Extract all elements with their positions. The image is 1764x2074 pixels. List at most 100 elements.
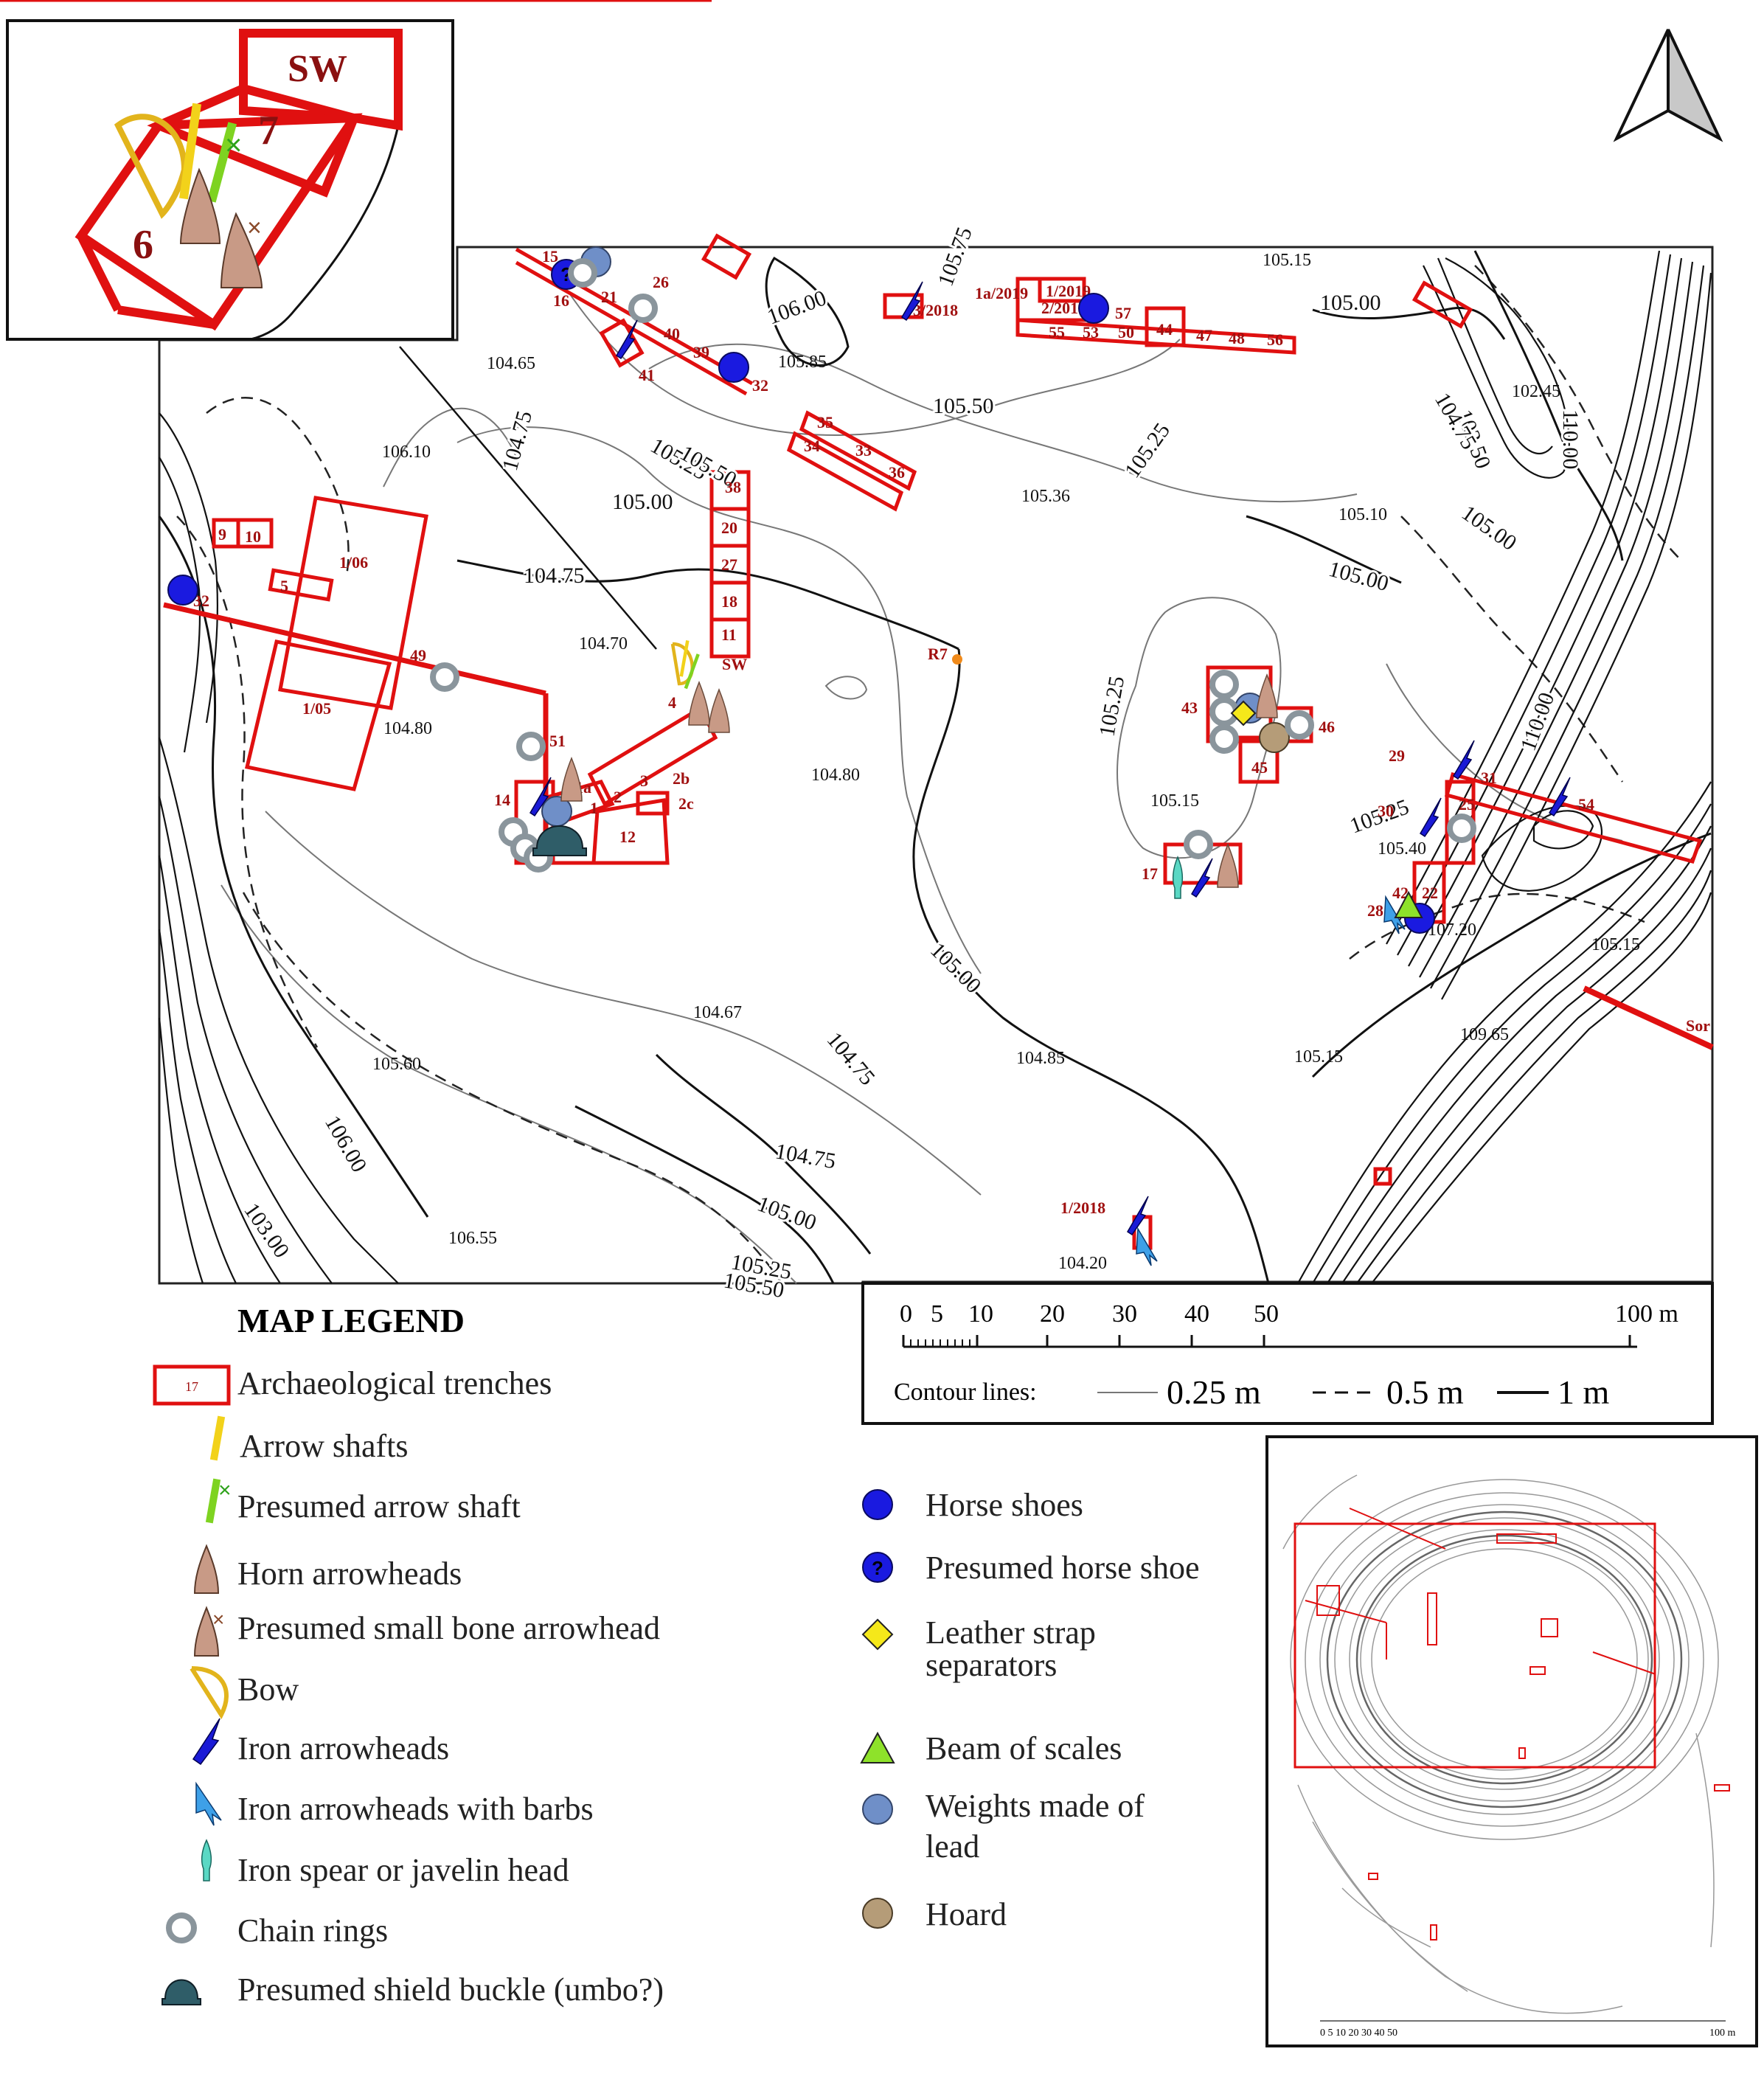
trench-label: SW: [722, 655, 747, 673]
trench-label: 34: [804, 437, 820, 455]
trench-label: 54: [1578, 795, 1594, 814]
horse-shoe-icon: [862, 1489, 893, 1520]
elevation-label: 109.65: [1460, 1025, 1509, 1044]
trench-label: 50: [1118, 323, 1134, 341]
contour-label: 105.50: [933, 394, 994, 418]
legend-label-iron-arrowheads: Iron arrowheads: [237, 1730, 449, 1766]
chain-ring-marker: [1450, 816, 1473, 840]
trench-icon-sample: 17: [185, 1379, 198, 1394]
main-map: 104.75105.25105.00104.75105.50106.00105.…: [0, 0, 1714, 1303]
contour-label: 110.00: [1558, 409, 1583, 469]
trench-label: 21: [601, 288, 617, 306]
trench-label: 42: [1392, 884, 1409, 902]
horse-shoe-marker: [718, 352, 749, 383]
legend-label-bow: Bow: [237, 1671, 299, 1707]
elevation-label: 104.67: [693, 1003, 742, 1022]
trench-label: 56: [1267, 330, 1283, 349]
trench-label: 41: [639, 366, 655, 384]
elevation-label: 104.80: [383, 719, 432, 738]
elevation-label: 105.60: [372, 1055, 421, 1074]
inset-detail: SW 7 6 × ×: [6, 19, 454, 341]
trench-label: 43: [1181, 698, 1198, 717]
contour-label: 104.75: [524, 563, 585, 588]
trench-label: 17: [1142, 864, 1158, 883]
shield-buckle-icon: [162, 1979, 201, 2005]
elevation-label: 105.15: [1263, 251, 1311, 270]
scale-tick-5: 5: [931, 1300, 943, 1328]
bow-marker-group: [670, 640, 700, 690]
elevation-label: 104.70: [579, 634, 628, 653]
trench-label: 22: [1422, 884, 1438, 902]
arrow-shaft-marker: [179, 103, 201, 200]
barbed-arrowhead-icon: [195, 1781, 222, 1826]
legend-label-lead-weights-2: lead: [926, 1828, 979, 1865]
trench-label: 32: [752, 376, 768, 395]
legend-label-leather-strap-2: separators: [926, 1647, 1057, 1683]
overview-scale: 0 5 10 20 30 40 50: [1320, 2028, 1397, 2039]
contour-legend-thick: 1 m: [1558, 1373, 1610, 1411]
legend-label-trenches: Archaeological trenches: [237, 1365, 552, 1401]
legend-label-beam-scales: Beam of scales: [926, 1730, 1122, 1766]
legend-label-lead-weights: Weights made of: [926, 1788, 1145, 1824]
trench-label: 18: [721, 592, 737, 611]
bone-arrowhead-marker: [220, 212, 263, 288]
contour-legend-thin: 0.25 m: [1167, 1373, 1261, 1411]
legend-label-barbed-arrowheads: Iron arrowheads with barbs: [237, 1791, 594, 1827]
shield-buckle-marker: [532, 825, 587, 856]
trench-label: 2b: [673, 769, 690, 788]
chain-ring-marker: [433, 665, 456, 689]
trench-label: 28: [1367, 901, 1383, 920]
elevation-label: 105.15: [1294, 1047, 1343, 1067]
elevation-label: 105.40: [1378, 839, 1426, 859]
trench-label: 15: [542, 247, 558, 266]
elevation-label: 105.10: [1338, 505, 1387, 524]
trench-label: 25: [1459, 795, 1475, 814]
scale-tick-50: 50: [1254, 1300, 1279, 1328]
legend-label-hoard: Hoard: [926, 1896, 1007, 1932]
bone-arrowhead-icon: ×: [193, 1606, 224, 1657]
trench-label: Sor: [1686, 1016, 1710, 1035]
trench-label: 30: [1378, 802, 1394, 820]
hoard-marker: [1259, 722, 1290, 753]
legend-label-presumed-arrow-shaft: Presumed arrow shaft: [237, 1488, 521, 1525]
trench-label: 11: [721, 625, 737, 644]
legend-label-horn-arrowheads: Horn arrowheads: [237, 1556, 462, 1592]
elevation-label: 105.85: [778, 353, 827, 372]
horse-shoe-marker: [1078, 293, 1109, 324]
trench-label: 3: [640, 771, 648, 790]
chain-ring-marker: [1212, 673, 1236, 696]
legend-label-presumed-horse-shoe: Presumed horse shoe: [926, 1550, 1200, 1586]
trench-label: 33: [855, 441, 872, 459]
trench-label: 3/2018: [913, 301, 958, 319]
trench-label: 4: [668, 693, 676, 712]
contour-legend-dashed: 0.5 m: [1386, 1373, 1464, 1411]
presumed-arrow-shaft-icon: ×: [205, 1478, 232, 1524]
presumed-arrow-shaft-marker: [206, 122, 237, 203]
horn-arrowhead-icon: [193, 1544, 220, 1594]
contour-legend-prefix: Contour lines:: [894, 1378, 1037, 1406]
trench-label: 44: [1156, 320, 1173, 339]
elevation-label: 106.10: [382, 443, 431, 462]
svg-text:×: ×: [212, 1608, 224, 1631]
legend-label-chain-rings: Chain rings: [237, 1912, 388, 1949]
spear-head-icon: [201, 1839, 212, 1881]
inset-label-7: 7: [258, 108, 279, 153]
trench-label: 1a/2019: [975, 284, 1028, 302]
trench-label: 40: [664, 325, 680, 343]
elevation-label: 104.65: [487, 354, 535, 373]
r7-point: [952, 654, 962, 665]
beam-scales-icon: [860, 1731, 895, 1763]
legend-title: MAP LEGEND: [237, 1302, 465, 1339]
scale-tick-10: 10: [968, 1300, 993, 1328]
trench-label: 35: [817, 413, 833, 431]
legend-label-spear-head: Iron spear or javelin head: [237, 1852, 569, 1888]
trench-label: 5: [280, 577, 288, 595]
elevation-label: 105.36: [1021, 487, 1070, 506]
elevation-label: 104.20: [1058, 1254, 1107, 1273]
trench-label: 31: [1481, 769, 1497, 787]
trench-label: 53: [1083, 323, 1099, 341]
elevation-label: 104.80: [811, 766, 860, 785]
